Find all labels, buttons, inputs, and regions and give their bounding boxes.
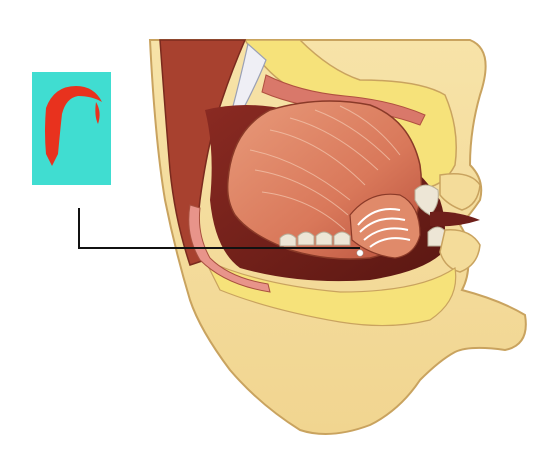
mouth-floor: [203, 258, 457, 327]
lip-gap: [430, 211, 480, 227]
leader-line: [78, 208, 360, 249]
lower-teeth: [279, 226, 447, 247]
ra-letter-glyph: [45, 86, 102, 166]
tongue-tip: [349, 193, 421, 259]
lower-lip: [439, 229, 481, 273]
tongue-fibers: [249, 105, 401, 231]
tongue-tip-dot: [356, 249, 364, 257]
upper-incisor: [414, 184, 439, 216]
upper-lip: [439, 173, 481, 211]
arabic-letter-card: [32, 72, 111, 185]
